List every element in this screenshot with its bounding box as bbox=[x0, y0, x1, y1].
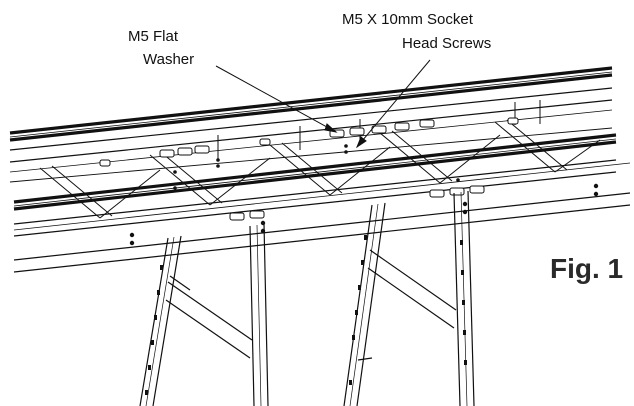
figure-label: Fig. 1 bbox=[550, 253, 623, 284]
screw-heads bbox=[129, 144, 599, 246]
legs bbox=[139, 190, 475, 406]
screws-arrowhead bbox=[355, 136, 367, 149]
washer-callout-line2: Washer bbox=[143, 51, 194, 68]
washer-callout-line1: M5 Flat bbox=[128, 28, 179, 45]
leg-holes bbox=[145, 235, 467, 395]
screws-callout-line2: Head Screws bbox=[402, 35, 491, 52]
front-rail bbox=[13, 133, 631, 273]
screws-callout-line1: M5 X 10mm Socket bbox=[342, 11, 474, 28]
cross-members bbox=[39, 100, 601, 219]
washer-arrowhead bbox=[324, 123, 338, 133]
leader-lines bbox=[215, 59, 431, 149]
rail-clips bbox=[99, 117, 519, 221]
